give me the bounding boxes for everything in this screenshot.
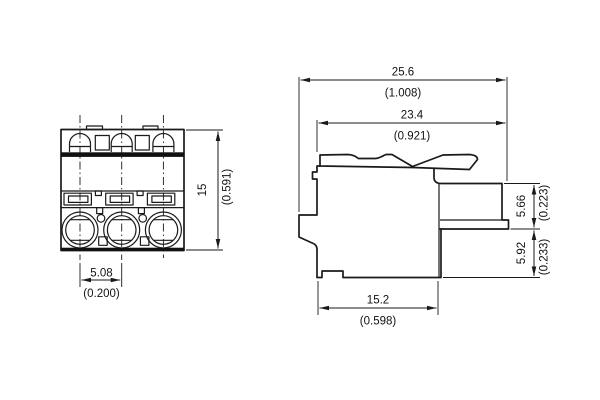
screw-2-inner <box>106 215 137 245</box>
dome-2 <box>110 132 133 152</box>
dome-1 <box>68 132 92 152</box>
front-housing-outline <box>60 128 185 252</box>
band-tab-top-1 <box>94 190 103 197</box>
dim-front-pitch: 5.08 (0.200) <box>79 263 123 300</box>
dim-side-plug-ext <box>504 183 540 230</box>
dim-front-height: 15 (0.591) <box>186 129 234 251</box>
band-tab-top-2 <box>136 190 144 197</box>
plug-barrel <box>433 168 510 230</box>
dim-side-base: 15.2 (0.598) <box>317 281 439 328</box>
dim-side-base-ext <box>317 281 439 315</box>
dim-front-pitch-ext <box>79 263 123 287</box>
screw-1-slots <box>70 219 90 241</box>
dim-front-pitch-in: (0.200) <box>83 288 120 300</box>
front-bottom-bar <box>61 247 184 251</box>
dim-front-height-ext <box>186 129 223 251</box>
slot-3-inner <box>151 195 172 204</box>
dim-front-height-in: (0.591) <box>222 169 234 206</box>
dim-side-base-in: (0.598) <box>360 316 397 328</box>
pilot-hole-1 <box>96 213 106 223</box>
screw-3-slots <box>153 219 174 241</box>
slot-1-outer <box>63 192 92 206</box>
dim-side-lower-height: 5.92 (0.233) <box>443 230 551 278</box>
dim-side-body-in: (0.921) <box>394 131 431 143</box>
dim-side-base-mm: 15.2 <box>367 295 389 307</box>
wire-entry-domes <box>68 132 175 152</box>
window-square-2 <box>134 134 150 151</box>
dome-3 <box>152 132 175 152</box>
dim-side-lower-mm: 5.92 <box>516 242 528 264</box>
dim-side-body: 23.4 (0.921) <box>316 110 506 152</box>
dim-side-plug-mm: 5.66 <box>516 195 528 217</box>
screw-3-inner <box>148 215 179 245</box>
dim-side-overall-in: (1.008) <box>385 88 422 100</box>
screw-1-inner <box>65 215 95 245</box>
pilot-hole-2 <box>138 213 148 223</box>
dim-side-lower-in: (0.233) <box>539 239 551 276</box>
dim-side-overall: 25.6 (1.008) <box>298 67 508 212</box>
dim-side-body-mm: 23.4 <box>401 110 424 122</box>
front-black-bar <box>61 152 184 157</box>
dim-front-pitch-mm: 5.08 <box>90 268 112 280</box>
top-tab-left <box>85 125 104 131</box>
side-view: 25.6 (1.008) 23.4 (0.921) 5.66 (0.223) 5… <box>298 67 551 328</box>
dim-front-height-mm: 15 <box>197 184 209 197</box>
dim-side-plug-in: (0.223) <box>539 185 551 222</box>
clamp-band <box>61 190 184 215</box>
slot-2-inner <box>109 195 131 204</box>
window-square-1 <box>94 134 110 151</box>
latch-arm <box>319 153 479 171</box>
bottom-square-1 <box>98 236 108 246</box>
slot-1-inner <box>67 195 89 204</box>
top-tab-right <box>142 125 159 131</box>
screw-2-slots <box>111 219 132 241</box>
band-tab-bottom-2 <box>137 207 145 215</box>
slot-3-outer <box>146 192 176 206</box>
slot-2-outer <box>105 192 134 206</box>
dim-side-overall-mm: 25.6 <box>392 67 414 79</box>
housing-profile <box>298 165 442 279</box>
band-tab-bottom-1 <box>96 207 104 215</box>
bottom-square-2 <box>139 236 150 246</box>
front-view: 15 (0.591) 5.08 (0.200) <box>60 115 234 300</box>
dim-side-plug-height: 5.66 (0.223) <box>504 183 551 230</box>
